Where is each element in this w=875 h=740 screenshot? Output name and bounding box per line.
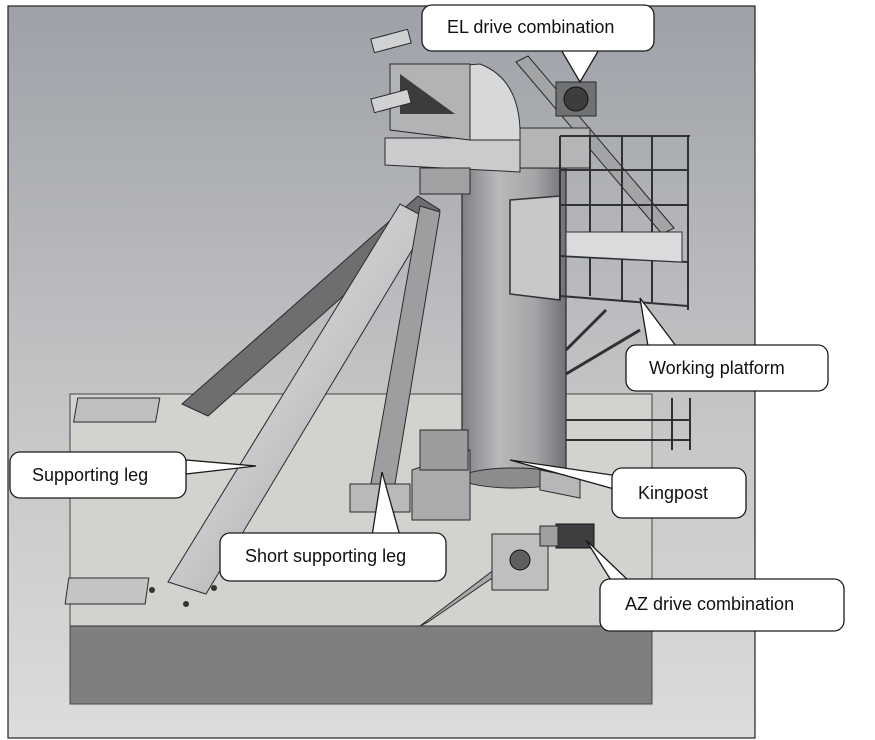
callout-el-drive: EL drive combination bbox=[447, 17, 615, 37]
kingpost-head bbox=[370, 28, 521, 195]
callout-supporting-leg: Supporting leg bbox=[32, 465, 149, 485]
az-drive bbox=[419, 523, 595, 627]
callout-bubbles bbox=[9, 4, 845, 632]
callout-short-supporting-leg: Short supporting leg bbox=[245, 546, 407, 566]
callout-az-drive: AZ drive combination bbox=[625, 594, 795, 614]
callout-working-platform: Working platform bbox=[649, 358, 785, 378]
working-platform bbox=[509, 135, 691, 450]
el-drive bbox=[515, 55, 675, 235]
callout-kingpost: Kingpost bbox=[638, 483, 709, 503]
